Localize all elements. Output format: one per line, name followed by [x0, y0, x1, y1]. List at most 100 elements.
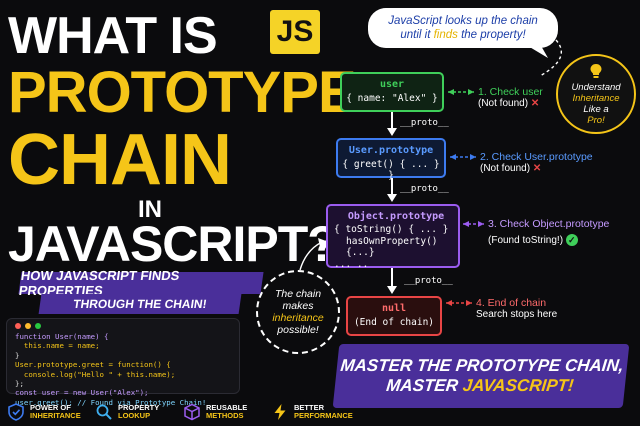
bubble-text: until it: [400, 29, 434, 41]
bubble-tail: [528, 44, 548, 58]
step-status-text: (Not found): [478, 98, 529, 109]
step-sub: (Not found) ✕: [478, 98, 543, 109]
bulb-highlight: Pro!: [587, 114, 605, 126]
code-line: console.log("Hello " + this.name);: [15, 369, 176, 379]
circle-text: possible!: [277, 324, 319, 336]
cross-icon: ✕: [532, 163, 542, 174]
headline-chain: CHAIN: [8, 120, 232, 200]
step-sub: (Found toString!) ✓: [488, 234, 609, 246]
headline-prototype: PROTOTYPE: [8, 60, 357, 125]
step-sub: Search stops here: [476, 309, 558, 320]
step-4: 4. End of chain Search stops here: [476, 297, 557, 320]
step-title: 1. Check user: [478, 86, 543, 98]
master-line-2: MASTER JAVASCRIPT!: [385, 376, 574, 396]
lightning-icon: [270, 402, 290, 422]
box-body: hasOwnProperty() {...}: [346, 236, 438, 258]
box-title: null: [381, 303, 407, 314]
circle-highlight: inheritance: [272, 312, 324, 324]
inheritance-note-circle: The chain makes inheritance possible!: [256, 270, 340, 354]
box-title: user: [379, 79, 405, 90]
feature-line2: PERFORMANCE: [294, 411, 353, 420]
feature-line2: METHODS: [206, 411, 244, 420]
pro-tip-badge: Understand Inheritance Like a Pro!: [556, 54, 636, 134]
step-title: 3. Check Object.prototype: [488, 218, 610, 230]
code-line: function User(name) {: [15, 332, 109, 341]
chain-arrowhead: [387, 128, 397, 136]
proto-label: __proto__: [400, 184, 449, 194]
step-status-text: (Not found): [480, 163, 531, 174]
maximize-dot-icon: [35, 323, 41, 329]
master-text: MASTER: [385, 376, 464, 395]
js-logo-badge: JS: [270, 10, 320, 54]
shield-icon: [6, 402, 26, 422]
feature-line2: LOOKUP: [118, 411, 151, 420]
minimize-dot-icon: [25, 323, 31, 329]
window-controls: [15, 323, 231, 329]
code-line: const user = new User("Alex");: [15, 388, 149, 398]
user-prototype-box: User.prototype { greet() { ... } }: [336, 138, 446, 181]
chain-arrowhead: [387, 194, 397, 202]
bubble-arrow: [539, 39, 562, 77]
step-title: 2. Check User.prototype: [480, 151, 593, 163]
user-object-box: user { name: "Alex" }: [340, 72, 444, 112]
speech-bubble: JavaScript looks up the chain until it f…: [368, 8, 558, 48]
bulb-text: Like a: [583, 103, 609, 115]
close-dot-icon: [15, 323, 21, 329]
bubble-line-1: JavaScript looks up the chain: [388, 15, 538, 27]
master-line-1: MASTER THE PROTOTYPE CHAIN,: [339, 356, 625, 375]
headline-what-is: WHAT IS: [8, 7, 218, 65]
circle-text: The chain: [274, 288, 322, 300]
proto-label: __proto__: [400, 118, 449, 128]
box-title: Object.prototype: [347, 211, 445, 222]
step-3: 3. Check Object.prototype (Found toStrin…: [488, 218, 609, 246]
cube-icon: [182, 402, 202, 422]
box-body: (End of chain): [353, 317, 435, 328]
bulb-text: Understand: [571, 81, 621, 93]
object-prototype-box: Object.prototype { toString() { ... } ha…: [326, 204, 460, 270]
bubble-text: the property!: [457, 29, 526, 41]
code-line: }: [15, 350, 20, 360]
step-1: 1. Check user (Not found) ✕: [478, 86, 543, 109]
code-line: };: [15, 379, 24, 389]
code-line: User.prototype.greet = function() {: [15, 360, 171, 370]
box-body: { greet() { ... } }: [342, 159, 440, 181]
null-box: null (End of chain): [346, 296, 442, 336]
box-title: User.prototype: [348, 145, 434, 156]
feature-line2: INHERITANCE: [30, 411, 81, 420]
headline-javascript: JAVASCRIPT?: [8, 216, 338, 272]
bulb-highlight: Inheritance: [572, 92, 620, 104]
code-line: user.greet(); // Found via Prototype Cha…: [15, 397, 207, 407]
master-highlight: JAVASCRIPT!: [461, 376, 575, 395]
magnifier-icon: [94, 402, 114, 422]
master-banner: MASTER THE PROTOTYPE CHAIN, MASTER JAVAS…: [332, 344, 630, 408]
step-sub: (Not found) ✕: [480, 163, 593, 174]
chain-arrowhead: [387, 286, 397, 294]
box-body: { toString() { ... }: [334, 224, 449, 235]
box-body: ... ..: [334, 259, 369, 270]
lightbulb-icon: [589, 63, 603, 82]
step-title: 4. End of chain: [476, 297, 547, 309]
feature-line1: REUSABLE: [206, 402, 248, 412]
headline-in: IN: [138, 196, 162, 223]
box-body: { name: "Alex" }: [346, 93, 438, 104]
proto-label: __proto__: [404, 276, 453, 286]
code-line: this.name = name;: [15, 341, 100, 351]
feature-line1: BETTER: [294, 402, 324, 412]
step-status-text: (Found toString!): [488, 235, 564, 246]
circle-arrow: [299, 241, 323, 271]
feature-line1: POWER OF: [30, 402, 71, 412]
circle-text: makes: [282, 300, 314, 312]
check-icon: ✓: [565, 234, 578, 246]
feature-line1: PROPERTY: [118, 402, 160, 412]
step-2: 2. Check User.prototype (Not found) ✕: [480, 151, 593, 174]
bubble-line-2: until it finds the property!: [368, 28, 558, 42]
code-window: function User(name) { this.name = name; …: [6, 318, 240, 407]
cross-icon: ✕: [530, 98, 540, 109]
bubble-highlight: finds: [433, 29, 458, 41]
